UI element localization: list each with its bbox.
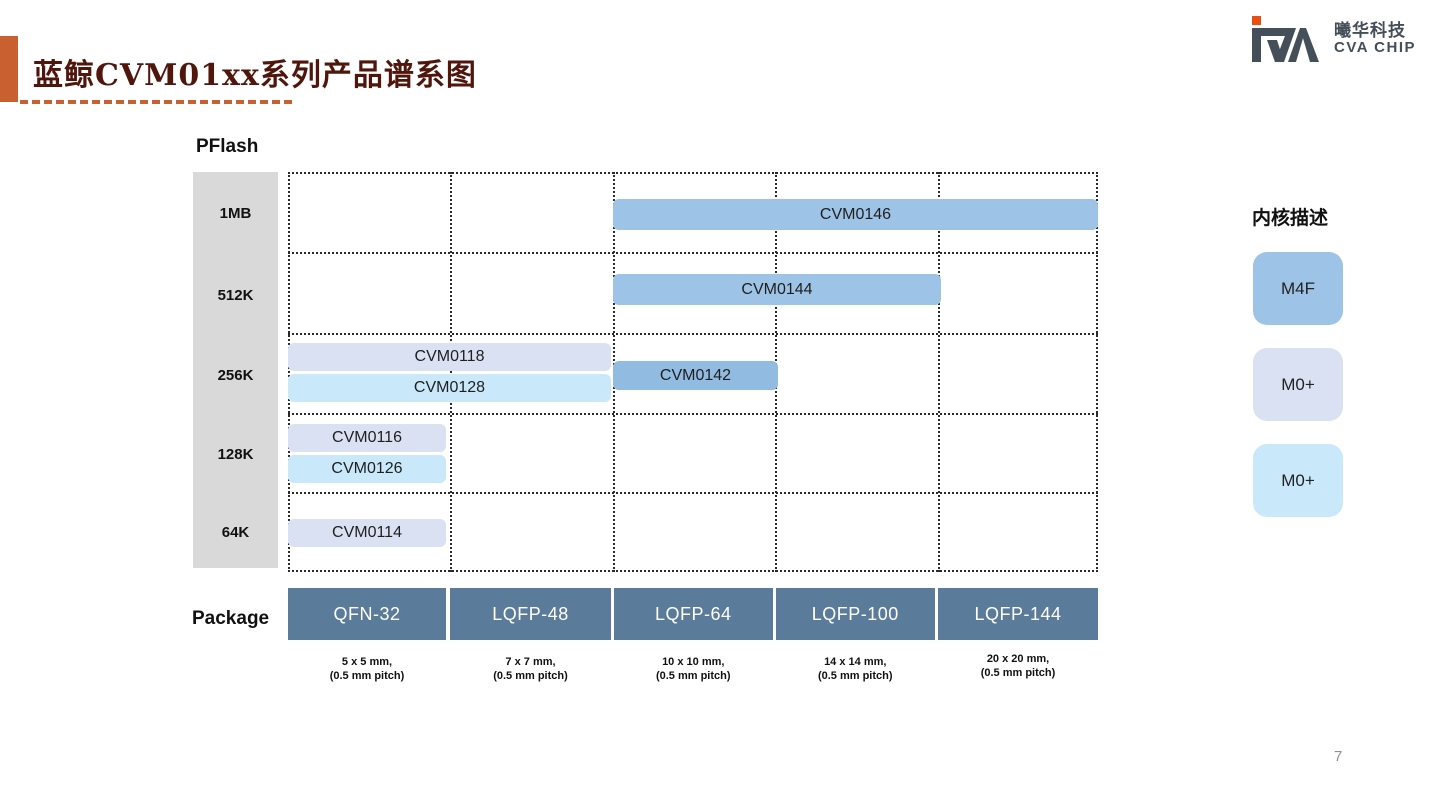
grid-line-horizontal: [288, 333, 1098, 335]
grid-line-vertical: [450, 172, 452, 572]
product-bar-cvm0114: CVM0114: [288, 519, 446, 547]
package-size-line2: (0.5 mm pitch): [329, 670, 405, 682]
package-block-lqfp48: LQFP-48: [450, 588, 611, 640]
package-block-qfn32: QFN-32: [288, 588, 446, 640]
grid-line-horizontal: [288, 413, 1098, 415]
grid-line-vertical: [938, 172, 940, 572]
package-size-line2: (0.5 mm pitch): [980, 667, 1056, 679]
company-logo: 曦华科技 CVA CHIP: [1246, 16, 1416, 62]
legend-item-m0plus-2: M0+: [1253, 444, 1343, 517]
product-bar-cvm0146: CVM0146: [613, 199, 1098, 230]
y-axis-label-256k: 256K: [217, 367, 254, 384]
page-title: 蓝鲸CVM01xx系列产品谱系图: [33, 58, 477, 93]
product-bar-cvm0116: CVM0116: [288, 424, 446, 452]
grid-line-horizontal: [288, 570, 1098, 572]
package-size-line2: (0.5 mm pitch): [817, 670, 893, 682]
grid-line-vertical: [288, 172, 290, 572]
grid-line-horizontal: [288, 252, 1098, 254]
package-size-line1: 5 x 5 mm,: [341, 656, 393, 668]
package-block-lqfp64: LQFP-64: [613, 588, 773, 640]
product-bar-cvm0118: CVM0118: [288, 343, 611, 371]
page-number: 7: [1334, 748, 1343, 765]
package-size-line1: 14 x 14 mm,: [824, 656, 887, 668]
product-bar-cvm0126: CVM0126: [288, 455, 446, 483]
y-axis-label-64k: 64K: [221, 524, 250, 541]
package-block-lqfp100: LQFP-100: [775, 588, 935, 640]
package-size-line1: 7 x 7 mm,: [505, 656, 556, 668]
y-axis-label-512k: 512K: [217, 287, 254, 304]
y-axis-title: PFlash: [196, 136, 259, 157]
title-accent-bar: [0, 36, 18, 102]
package-block-lqfp144: LQFP-144: [938, 588, 1098, 640]
y-axis-label-128k: 128K: [217, 446, 254, 463]
legend-title: 内核描述: [1252, 208, 1329, 229]
x-axis-title: Package: [192, 608, 270, 629]
cva-logo-icon: [1246, 16, 1324, 62]
package-size-line1: 10 x 10 mm,: [662, 656, 725, 668]
grid-line-vertical: [1096, 172, 1098, 572]
product-bar-cvm0142: CVM0142: [613, 361, 778, 390]
y-axis-column: [193, 172, 278, 568]
package-size-line1: 20 x 20 mm,: [986, 653, 1050, 665]
package-size-lqfp144: 20 x 20 mm, (0.5 mm pitch): [938, 652, 1098, 680]
product-bar-cvm0144: CVM0144: [613, 274, 941, 305]
package-size-line2: (0.5 mm pitch): [493, 670, 568, 682]
package-size-qfn32: 5 x 5 mm, (0.5 mm pitch): [288, 655, 446, 683]
logo-company-cn: 曦华科技: [1333, 21, 1406, 41]
legend-item-m0plus-1: M0+: [1253, 348, 1343, 421]
package-size-lqfp48: 7 x 7 mm, (0.5 mm pitch): [450, 655, 611, 683]
package-size-line2: (0.5 mm pitch): [655, 670, 731, 682]
package-size-lqfp100: 14 x 14 mm, (0.5 mm pitch): [776, 655, 936, 683]
package-size-lqfp64: 10 x 10 mm, (0.5 mm pitch): [614, 655, 774, 683]
logo-company-en: CVA CHIP: [1333, 39, 1416, 57]
product-bar-cvm0128: CVM0128: [288, 374, 611, 402]
title-dashed-underline: [20, 100, 292, 104]
y-axis-label-1mb: 1MB: [219, 205, 252, 222]
legend-item-m4f: M4F: [1253, 252, 1343, 325]
grid-line-horizontal: [288, 492, 1098, 494]
grid-line-horizontal: [288, 172, 1098, 174]
logo-text: 曦华科技 CVA CHIP: [1334, 22, 1416, 56]
